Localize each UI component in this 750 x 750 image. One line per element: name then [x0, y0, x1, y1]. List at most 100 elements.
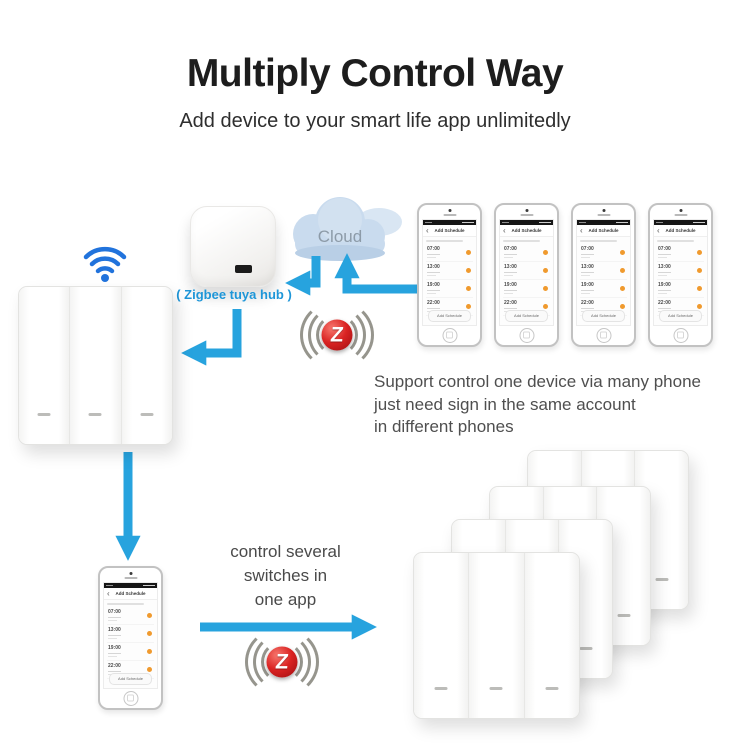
switch-indicator-dash — [489, 687, 503, 690]
phone-slot: ‹ Add Schedule 07:00 13:00 19:00 — [494, 203, 559, 347]
schedule-row: 07:00 — [657, 244, 704, 262]
app-header: ‹ Add Schedule — [423, 225, 476, 237]
schedule-subtext-line — [504, 292, 513, 294]
schedule-time: 22:00 — [108, 663, 121, 669]
zigbee-signal-badge: Z — [277, 300, 397, 370]
schedule-subtext-line — [658, 307, 671, 309]
phone-home-button — [519, 327, 534, 343]
back-icon: ‹ — [580, 226, 583, 235]
back-icon: ‹ — [107, 589, 110, 598]
schedule-subtext-line — [108, 616, 121, 618]
schedule-time: 13:00 — [504, 264, 517, 270]
schedule-subtext-line — [108, 619, 117, 621]
add-schedule-button: Add Schedule — [659, 310, 702, 322]
toggle-on-dot — [147, 613, 152, 618]
schedule-subtext-line — [658, 289, 671, 291]
schedule-hint-line — [657, 240, 695, 242]
schedule-row: 19:00 — [657, 280, 704, 298]
caption-one-app: control several switches in one app — [203, 540, 368, 612]
switch-indicator-dash — [655, 578, 669, 581]
cloud-label: Cloud — [318, 227, 362, 246]
back-icon: ‹ — [657, 226, 660, 235]
schedule-row: 19:00 — [580, 280, 627, 298]
schedule-subtext-line — [581, 274, 590, 276]
app-header-title: Add Schedule — [665, 228, 696, 233]
caption-line: switches in — [243, 566, 328, 585]
add-schedule-button: Add Schedule — [109, 673, 152, 685]
schedule-subtext-line — [658, 253, 671, 255]
schedule-hint-line — [107, 603, 145, 605]
schedule-subtext-line — [108, 655, 117, 657]
schedule-row: 19:00 — [107, 643, 154, 661]
schedule-subtext-line — [581, 289, 594, 291]
page-title: Multiply Control Way — [186, 52, 564, 95]
schedule-time: 07:00 — [658, 246, 671, 252]
toggle-on-dot — [147, 667, 152, 672]
phone-home-button — [673, 327, 688, 343]
schedule-time: 07:00 — [108, 609, 121, 615]
schedule-time: 13:00 — [108, 627, 121, 633]
phone-screen: ‹ Add Schedule 07:00 13:00 19:00 — [422, 219, 477, 326]
schedule-time: 22:00 — [427, 300, 440, 306]
phone-speaker — [124, 577, 137, 579]
arrow-phones-to-cloud — [334, 253, 430, 294]
zigbee-signal-badge: Z — [222, 627, 342, 697]
phone-status-bar — [104, 583, 157, 588]
schedule-subtext-line — [427, 256, 436, 258]
toggle-on-dot — [147, 649, 152, 654]
schedule-subtext-line — [504, 307, 517, 309]
schedule-time: 07:00 — [504, 246, 517, 252]
add-schedule-button: Add Schedule — [582, 310, 625, 322]
schedule-subtext-line — [504, 274, 513, 276]
smartphone: ‹ Add Schedule 07:00 13:00 19:00 — [571, 203, 636, 347]
schedule-hint-line — [580, 240, 618, 242]
smartphone: ‹ Add Schedule 07:00 13:00 19:00 — [98, 566, 163, 710]
switch-indicator-dash — [140, 413, 154, 416]
back-icon: ‹ — [503, 226, 506, 235]
schedule-time: 07:00 — [427, 246, 440, 252]
schedule-row: 19:00 — [426, 280, 473, 298]
arrow-cloud-to-hub — [285, 256, 321, 296]
add-schedule-button: Add Schedule — [428, 310, 471, 322]
app-header-title: Add Schedule — [511, 228, 542, 233]
schedule-row: 07:00 — [503, 244, 550, 262]
schedule-subtext-line — [658, 271, 671, 273]
schedule-subtext-line — [427, 292, 436, 294]
smartphone: ‹ Add Schedule 07:00 13:00 19:00 — [648, 203, 713, 347]
schedule-time: 19:00 — [658, 282, 671, 288]
schedule-subtext-line — [658, 274, 667, 276]
schedule-time: 19:00 — [581, 282, 594, 288]
toggle-on-dot — [543, 250, 548, 255]
schedule-time: 13:00 — [581, 264, 594, 270]
phone-camera-dot — [129, 572, 132, 575]
switch-indicator-dash — [617, 614, 631, 617]
switch-gang — [19, 287, 70, 444]
smartphone: ‹ Add Schedule 07:00 13:00 19:00 — [417, 203, 482, 347]
signal-wave — [245, 627, 319, 697]
schedule-row: 13:00 — [580, 262, 627, 280]
schedule-subtext-line — [581, 271, 594, 273]
schedule-row: 07:00 — [107, 607, 154, 625]
phone-screen: ‹ Add Schedule 07:00 13:00 19:00 — [653, 219, 708, 326]
schedule-row: 19:00 — [503, 280, 550, 298]
toggle-on-dot — [697, 268, 702, 273]
phone-camera-dot — [602, 209, 605, 212]
phone-status-bar — [654, 220, 707, 225]
signal-wave — [300, 300, 374, 370]
schedule-subtext-line — [427, 307, 440, 309]
schedule-subtext-line — [108, 670, 121, 672]
schedule-time: 22:00 — [581, 300, 594, 306]
arrow-hub-to-switch — [181, 309, 242, 366]
toggle-on-dot — [543, 268, 548, 273]
schedule-row: 13:00 — [426, 262, 473, 280]
toggle-on-dot — [147, 631, 152, 636]
hub-label: ( Zigbee tuya hub ) — [176, 287, 292, 302]
switch-gang — [414, 553, 469, 718]
schedule-subtext-line — [427, 274, 436, 276]
cloud-icon: Cloud — [293, 197, 402, 261]
schedule-subtext-line — [581, 292, 590, 294]
app-header-title: Add Schedule — [115, 591, 146, 596]
phone-slot: ‹ Add Schedule 07:00 13:00 19:00 — [571, 203, 636, 347]
phone-camera-dot — [679, 209, 682, 212]
